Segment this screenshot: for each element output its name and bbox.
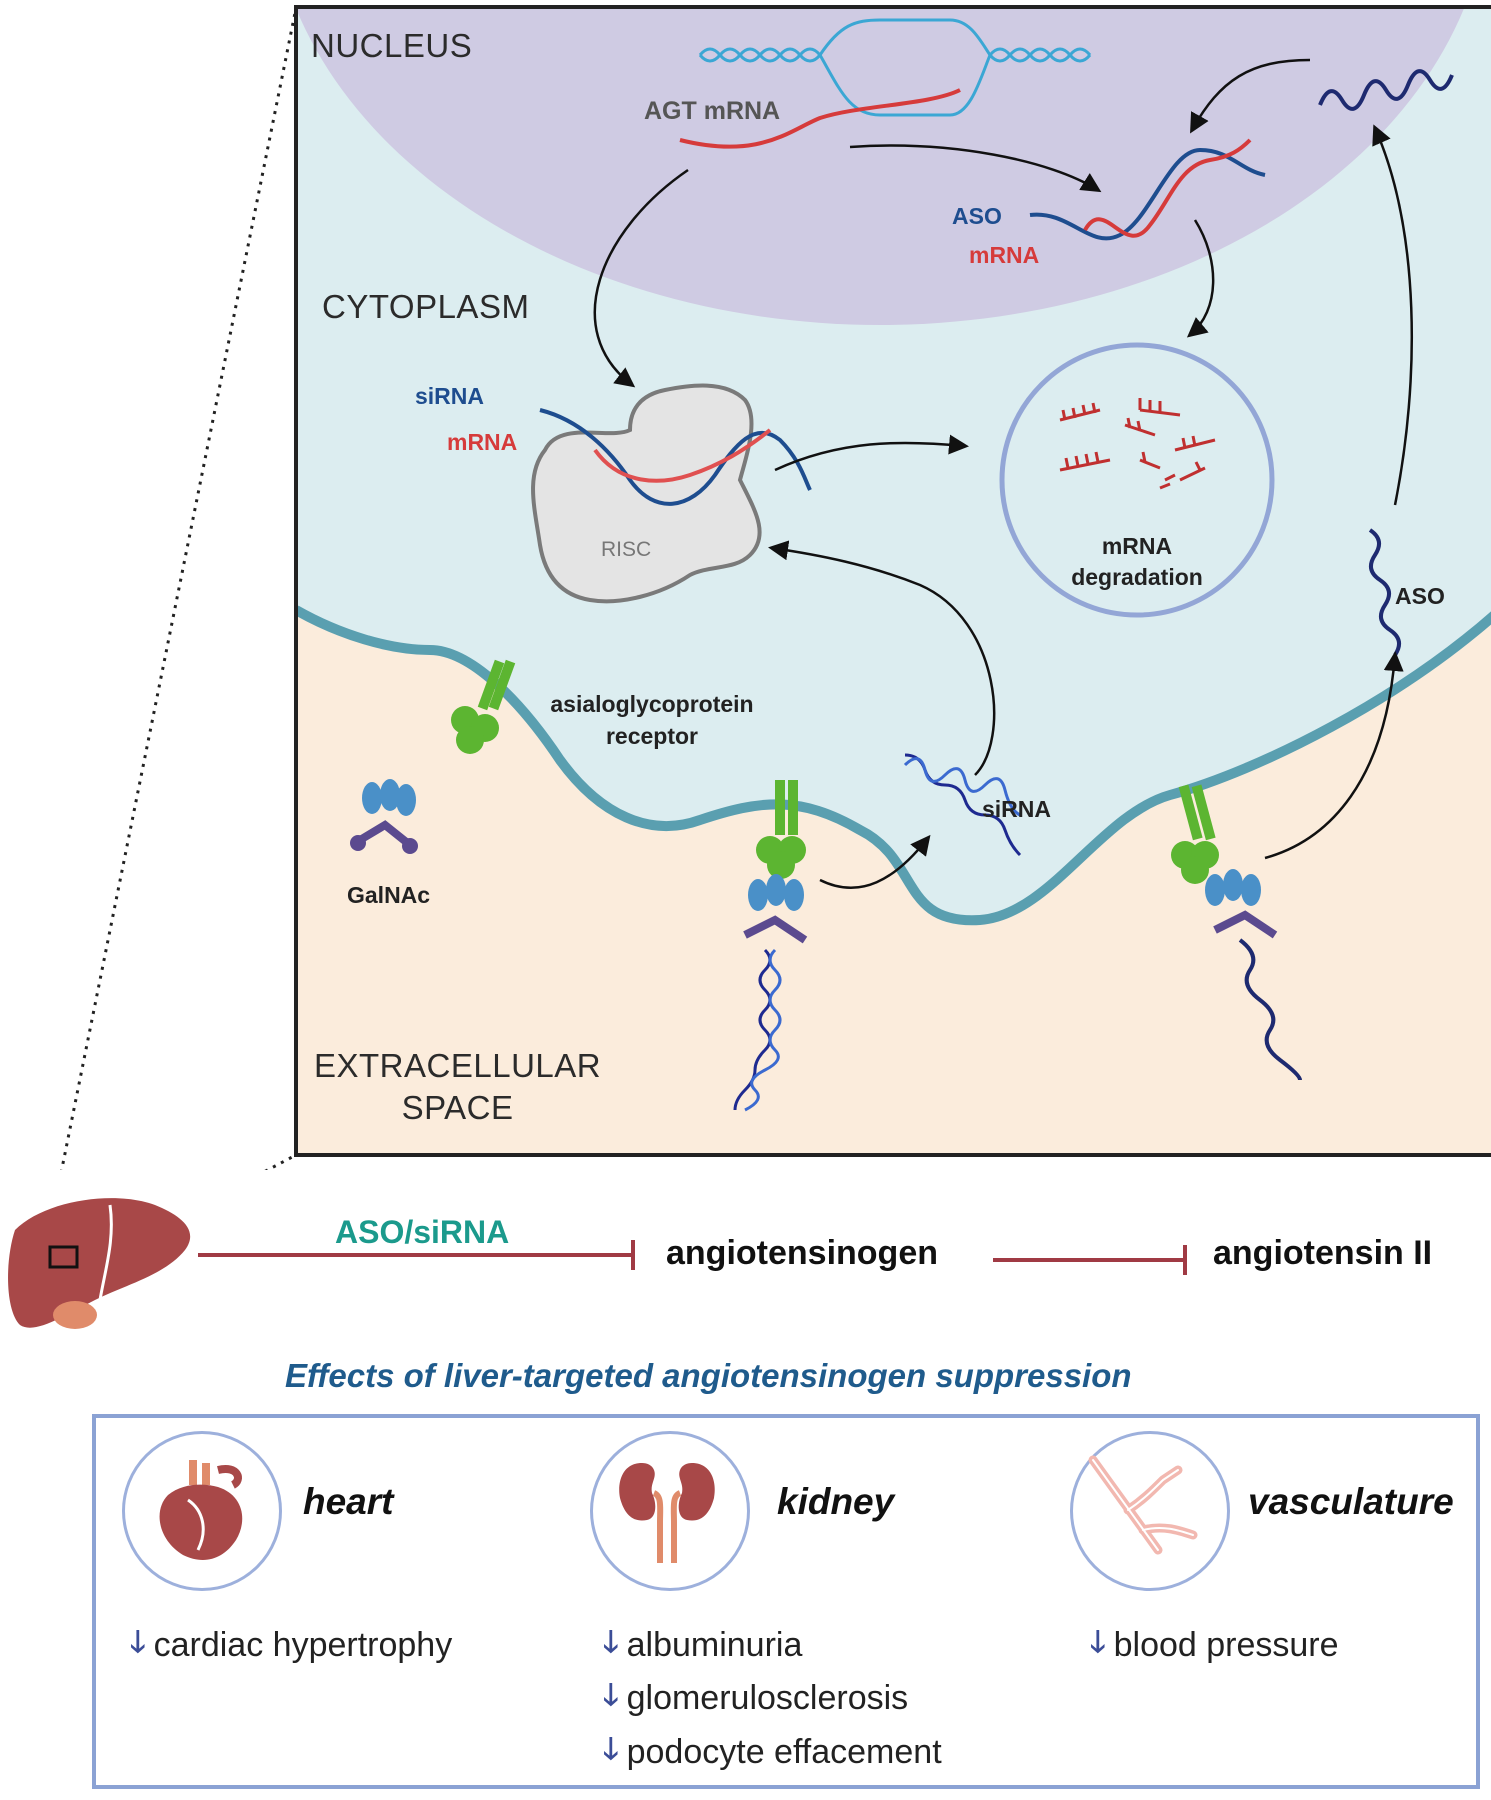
arrow-mrna-to-risc bbox=[593, 168, 689, 388]
down-arrow-icon: 🡓 bbox=[603, 1679, 619, 1712]
zoom-line-top bbox=[60, 7, 298, 1170]
cytoplasm-label: CYTOPLASM bbox=[322, 288, 530, 325]
effect-podocyte-effacement: 🡓 podocyte effacement bbox=[603, 1727, 942, 1778]
receptor-membrane bbox=[451, 659, 516, 754]
galnac-label: GalNAc bbox=[347, 882, 431, 908]
degradation-label: mRNA degradation bbox=[1071, 533, 1203, 590]
arrow-sirna-to-risc bbox=[768, 540, 996, 776]
mrna-label-left: mRNA bbox=[447, 429, 518, 455]
free-sirna bbox=[903, 753, 1022, 857]
down-arrow-icon: 🡓 bbox=[603, 1733, 619, 1766]
effect-blood-pressure: 🡓 blood pressure bbox=[1090, 1620, 1339, 1671]
angiotensin-ii-label: angiotensin II bbox=[1213, 1234, 1433, 1272]
receptor-label: asialoglycoprotein receptor bbox=[550, 691, 754, 749]
heart-icon bbox=[159, 1460, 243, 1560]
inhibition-arrow-1 bbox=[198, 1240, 635, 1270]
liver-icon bbox=[8, 1198, 191, 1329]
sirna-label-mid: siRNA bbox=[982, 796, 1052, 822]
effect-cardiac-hypertrophy: 🡓 cardiac hypertrophy bbox=[130, 1620, 452, 1671]
down-arrow-icon: 🡓 bbox=[603, 1626, 619, 1659]
nucleus-area bbox=[296, 7, 1465, 325]
risc-label: RISC bbox=[601, 538, 652, 561]
aso-nucleus-strand bbox=[1318, 69, 1454, 111]
arrow-aso-to-nucleus bbox=[1372, 124, 1413, 506]
effect-albuminuria: 🡓 albuminuria bbox=[603, 1620, 802, 1671]
effect-glomerulosclerosis: 🡓 glomerulosclerosis bbox=[603, 1673, 908, 1724]
aso-sirna-label: ASO/siRNA bbox=[335, 1214, 510, 1250]
effects-panel bbox=[92, 1414, 1480, 1789]
galnac-molecule bbox=[350, 779, 418, 854]
aso-cytoplasm-strand bbox=[1368, 528, 1401, 657]
receptor-sirna bbox=[756, 780, 806, 879]
degradation-compartment bbox=[999, 342, 1275, 618]
kidney-circle bbox=[590, 1431, 750, 1591]
arrow-mrna-to-aso bbox=[849, 144, 1102, 193]
vasculature-label: vasculature bbox=[1248, 1481, 1454, 1522]
arrow-aso-to-degradation bbox=[1186, 219, 1215, 338]
inhibition-arrow-2 bbox=[993, 1245, 1187, 1275]
vessel-icon bbox=[1088, 1455, 1198, 1555]
cell-diagram bbox=[60, 5, 1491, 1170]
aso-mrna-duplex bbox=[1029, 138, 1266, 241]
nucleus-label: NUCLEUS bbox=[311, 27, 473, 64]
kidney-label: kidney bbox=[777, 1481, 895, 1522]
arrow-nucleus-aso-to-duplex bbox=[1190, 58, 1311, 134]
sirna-mrna-duplex bbox=[539, 408, 812, 506]
galnac-sirna-conjugate bbox=[733, 874, 808, 1112]
mrna-label-top: mRNA bbox=[969, 242, 1040, 268]
down-arrow-icon: 🡓 bbox=[1090, 1626, 1106, 1659]
aso-label-top: ASO bbox=[952, 203, 1002, 229]
cell-box-border bbox=[294, 5, 1491, 1157]
mrna-fragments bbox=[1059, 398, 1216, 490]
angiotensinogen-label: angiotensinogen bbox=[666, 1234, 938, 1272]
galnac-aso-conjugate bbox=[1205, 869, 1302, 1081]
heart-label: heart bbox=[303, 1481, 394, 1522]
arrow-receptor-to-sirna bbox=[819, 834, 931, 890]
arrow-receptor-to-aso bbox=[1264, 651, 1404, 860]
effects-title: Effects of liver-targeted angiotensinoge… bbox=[285, 1357, 1132, 1394]
zoom-line-bottom bbox=[264, 1153, 297, 1170]
agt-mrna-strand bbox=[679, 88, 961, 149]
agt-mrna-label: AGT mRNA bbox=[644, 97, 781, 125]
aso-label-right: ASO bbox=[1395, 583, 1445, 609]
extracellular-label: EXTRACELLULAR SPACE bbox=[314, 1047, 602, 1126]
dna-strand bbox=[698, 18, 1092, 117]
kidney-icon bbox=[619, 1463, 715, 1563]
down-arrow-icon: 🡓 bbox=[130, 1626, 146, 1659]
sirna-label-left: siRNA bbox=[415, 383, 485, 409]
receptor-aso bbox=[1171, 784, 1219, 884]
arrow-risc-to-degradation bbox=[774, 434, 969, 472]
risc-complex bbox=[531, 383, 762, 604]
